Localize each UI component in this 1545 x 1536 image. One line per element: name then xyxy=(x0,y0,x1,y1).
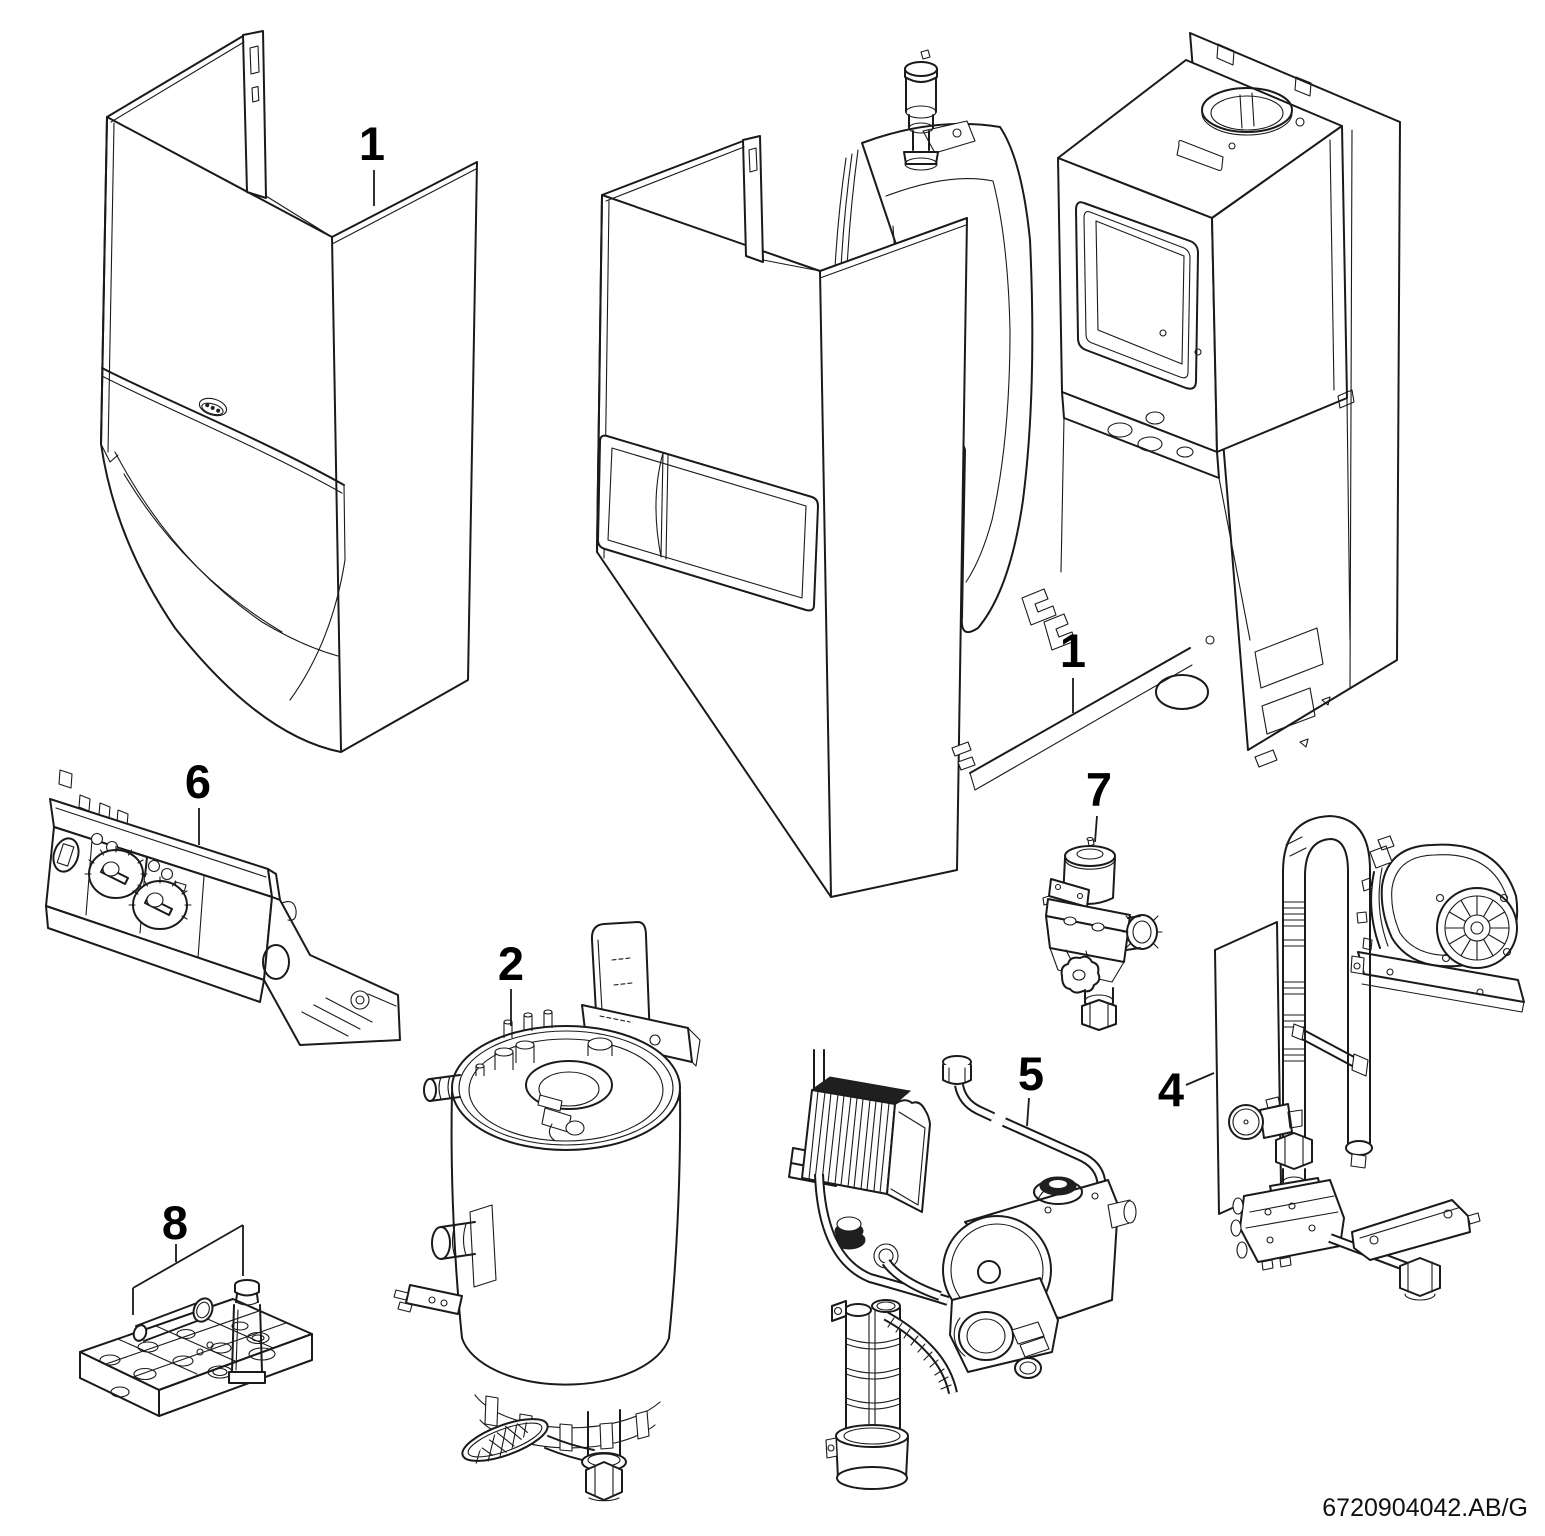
flue-tubes xyxy=(1275,815,1373,1188)
casing-flap xyxy=(101,367,345,486)
panel-button xyxy=(90,832,104,846)
adjustment-knob xyxy=(1060,955,1101,994)
gas-valve-drawing xyxy=(1042,836,1163,1031)
electrodes xyxy=(475,1009,613,1076)
power-switch xyxy=(52,837,80,873)
document-code: 6720904042.AB/G xyxy=(1322,1494,1528,1522)
gasket-kit-drawing xyxy=(79,1279,313,1417)
flue-collar xyxy=(1201,87,1293,136)
callout-1-right: 1 xyxy=(1060,624,1086,677)
fan-assembly-drawing xyxy=(1214,815,1525,1301)
casing-rear-flange xyxy=(742,135,764,263)
gas-inlet-port xyxy=(1122,914,1163,951)
chassis-window xyxy=(1075,201,1199,390)
fan-grille xyxy=(1435,887,1518,969)
panel-button xyxy=(160,867,174,881)
callout-4: 4 xyxy=(1158,1063,1184,1116)
panel-bracket xyxy=(263,896,401,1046)
valve-nut xyxy=(1081,999,1117,1031)
callout-2: 2 xyxy=(498,937,524,990)
fan-blower xyxy=(1350,835,1525,1013)
pressure-gauge xyxy=(1228,1096,1303,1140)
union-nut xyxy=(1399,1257,1441,1297)
control-knob xyxy=(84,845,148,899)
casing-rear-flange xyxy=(242,30,267,199)
callout-7: 7 xyxy=(1086,763,1112,816)
plate-heat-exchanger xyxy=(801,1076,931,1269)
callout-leader-lines xyxy=(132,170,1215,1315)
support-bracket xyxy=(1351,1199,1481,1261)
tank-opening xyxy=(525,1060,613,1110)
pump-assembly-drawing xyxy=(788,1049,1137,1490)
mount-hook xyxy=(1021,588,1057,626)
tank-base xyxy=(461,1394,661,1502)
outer-casing-middle-drawing xyxy=(596,49,1034,898)
tank-side-port xyxy=(423,1074,461,1102)
mounting-plate-outline xyxy=(1214,921,1282,1215)
callout-1-left: 1 xyxy=(359,117,385,170)
callout-8: 8 xyxy=(162,1196,188,1249)
water-valve-block xyxy=(1230,1177,1345,1271)
grease-tube-standing xyxy=(228,1279,266,1384)
casing-window xyxy=(597,434,819,612)
grease-tube-lying xyxy=(132,1297,214,1342)
control-knob xyxy=(128,876,192,930)
mount-hook xyxy=(1043,613,1076,651)
outer-casing-left-drawing xyxy=(100,30,478,753)
grip-handle xyxy=(461,1418,549,1462)
hydraulic-valve xyxy=(949,1277,1059,1379)
drain-nut xyxy=(585,1461,623,1501)
heat-exchanger-tank-drawing xyxy=(393,921,701,1502)
auto-air-vent xyxy=(903,49,939,171)
condensate-siphon xyxy=(825,1299,958,1490)
panel-button xyxy=(147,859,161,873)
callout-6: 6 xyxy=(185,755,211,808)
control-panel-drawing xyxy=(45,769,401,1046)
flap-latch xyxy=(198,397,228,417)
callout-5: 5 xyxy=(1018,1047,1044,1100)
inner-chassis-drawing xyxy=(951,32,1401,791)
tank-lower-port xyxy=(393,1204,497,1315)
